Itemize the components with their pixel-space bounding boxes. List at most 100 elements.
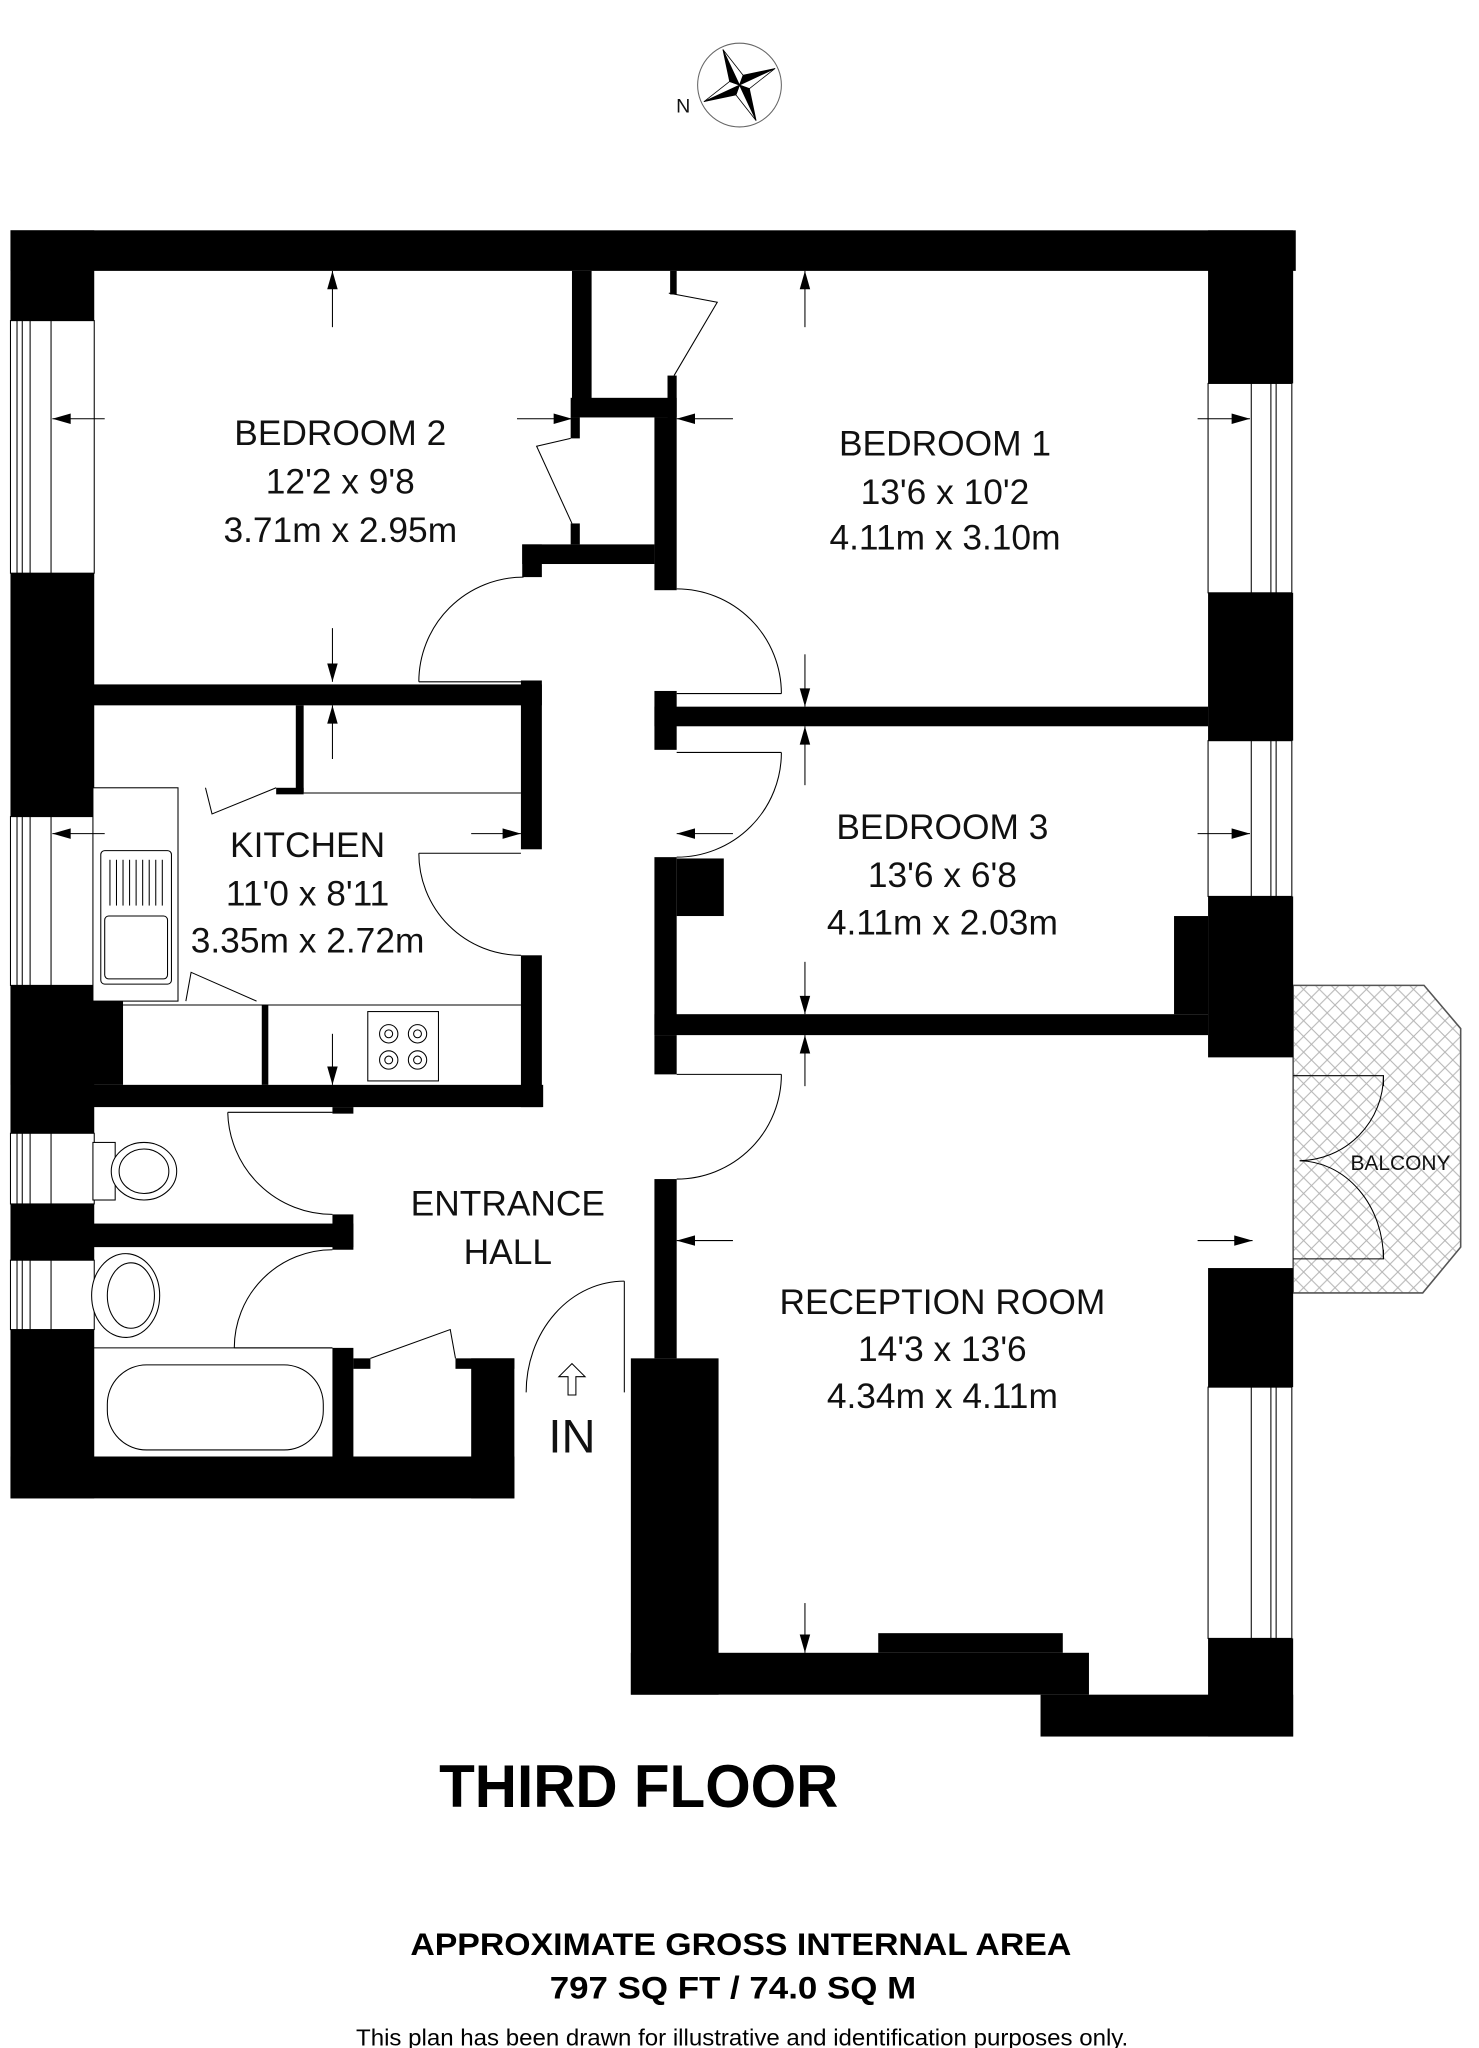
hall-label-line2: HALL	[464, 1233, 552, 1272]
wall	[10, 985, 95, 1134]
wall	[1040, 1694, 1294, 1737]
arrowhead-icon	[52, 413, 71, 424]
toilet-icon	[110, 1141, 178, 1201]
wall	[261, 1005, 269, 1085]
compass-point-light	[722, 49, 744, 87]
wall	[1208, 896, 1294, 1058]
door-kitchen-pantry	[185, 971, 257, 1002]
door-balcony-left	[1293, 1075, 1384, 1162]
floor-title: THIRD FLOOR	[439, 1753, 838, 1820]
wall	[10, 1456, 515, 1499]
window-frame	[1207, 1386, 1293, 1639]
wall	[654, 1179, 677, 1359]
wall	[654, 1014, 1209, 1036]
arrowhead-icon	[1231, 413, 1250, 424]
arrowhead-icon	[799, 270, 811, 290]
door-kitchen	[418, 852, 521, 956]
door-leaf	[1293, 1075, 1384, 1087]
basin-icon	[91, 1253, 161, 1338]
window-frame	[1207, 382, 1293, 594]
room-size-imperial: 13'6 x 10'2	[861, 473, 1030, 512]
arrowhead-icon	[327, 1066, 338, 1085]
room-size-imperial: 13'6 x 6'8	[868, 856, 1017, 895]
door-balcony-right	[1293, 1160, 1384, 1260]
compass-north-label: N	[676, 96, 690, 118]
arrowhead-icon	[1231, 828, 1250, 839]
dimension-arrow	[676, 413, 733, 424]
room-name: BEDROOM 1	[839, 424, 1051, 463]
room-size-imperial: 11'0 x 8'11	[226, 875, 389, 914]
window	[1207, 740, 1293, 897]
room-size-metric: 3.35m x 2.72m	[191, 922, 425, 961]
wall	[332, 1347, 354, 1457]
dimension-arrow	[799, 654, 811, 707]
arrowhead-icon	[52, 828, 71, 839]
room-size-metric: 4.34m x 4.11m	[827, 1377, 1058, 1416]
door-swing-arc	[676, 588, 782, 694]
dimension-arrow	[52, 413, 105, 424]
window	[9, 1259, 95, 1331]
window-frame	[1207, 740, 1293, 897]
compass-rose-icon	[697, 42, 782, 128]
room-size-imperial: 14'3 x 13'6	[858, 1330, 1027, 1369]
wall	[10, 1203, 95, 1261]
hob-ring	[379, 1050, 399, 1070]
door-swing-arc	[676, 752, 782, 858]
arrowhead-icon	[327, 663, 338, 682]
wall	[520, 955, 542, 1108]
bath-icon	[106, 1364, 324, 1451]
door-swing-arc	[525, 1280, 625, 1393]
door-swing-arc	[418, 576, 524, 682]
wall	[92, 1223, 354, 1248]
wall	[570, 417, 580, 439]
arrowhead-icon	[799, 995, 811, 1015]
hob-icon	[367, 1011, 439, 1082]
wall	[654, 706, 1209, 727]
basin-bowl	[106, 1262, 155, 1329]
dimension-arrow	[1197, 413, 1250, 424]
wall	[570, 523, 580, 545]
wall	[332, 1214, 354, 1250]
window-frame	[9, 816, 95, 986]
window	[1207, 382, 1293, 594]
wall	[471, 1358, 515, 1499]
hob-ring	[407, 1050, 428, 1070]
arrowhead-icon	[799, 688, 811, 707]
door-swing-arc	[676, 1074, 782, 1180]
wall	[676, 858, 724, 917]
hob-ring	[407, 1024, 428, 1044]
wall	[10, 573, 95, 817]
dimension-arrow	[676, 1235, 733, 1246]
wall	[1208, 592, 1294, 741]
window	[1207, 1386, 1293, 1639]
door-leaf	[185, 971, 257, 1002]
room-size-metric: 3.71m x 2.95m	[223, 511, 457, 550]
sink-bowl	[104, 915, 169, 980]
door-bathroom	[233, 1249, 333, 1349]
dimension-arrow	[327, 628, 338, 682]
compass-ring	[697, 42, 782, 128]
room-name: BEDROOM 3	[836, 808, 1048, 847]
arrowhead-icon	[327, 705, 338, 724]
wall	[520, 680, 542, 850]
door-leaf	[370, 1328, 456, 1359]
fixtures	[91, 787, 521, 1451]
hob-ring-inner	[413, 1055, 422, 1065]
arrowhead-icon	[327, 270, 338, 290]
door-bedroom-2	[418, 576, 524, 683]
disclaimer: This plan has been drawn for illustrativ…	[356, 2024, 1128, 2048]
room-kitchen: KITCHEN 11'0 x 8'11 3.35m x 2.72m	[191, 826, 425, 961]
hob-ring-inner	[384, 1029, 394, 1039]
sink-icon	[100, 850, 172, 985]
door-swing-arc	[227, 1112, 333, 1215]
wall	[332, 1107, 354, 1114]
dimension-arrow	[327, 1033, 338, 1085]
wall	[1174, 916, 1209, 1015]
wall	[654, 417, 677, 591]
arrowhead-icon	[799, 726, 811, 745]
window-frame	[9, 320, 95, 574]
dimension-arrow	[799, 1603, 811, 1653]
dimension-arrow	[471, 828, 521, 839]
door-bedroom-2-cupboard	[535, 437, 573, 524]
